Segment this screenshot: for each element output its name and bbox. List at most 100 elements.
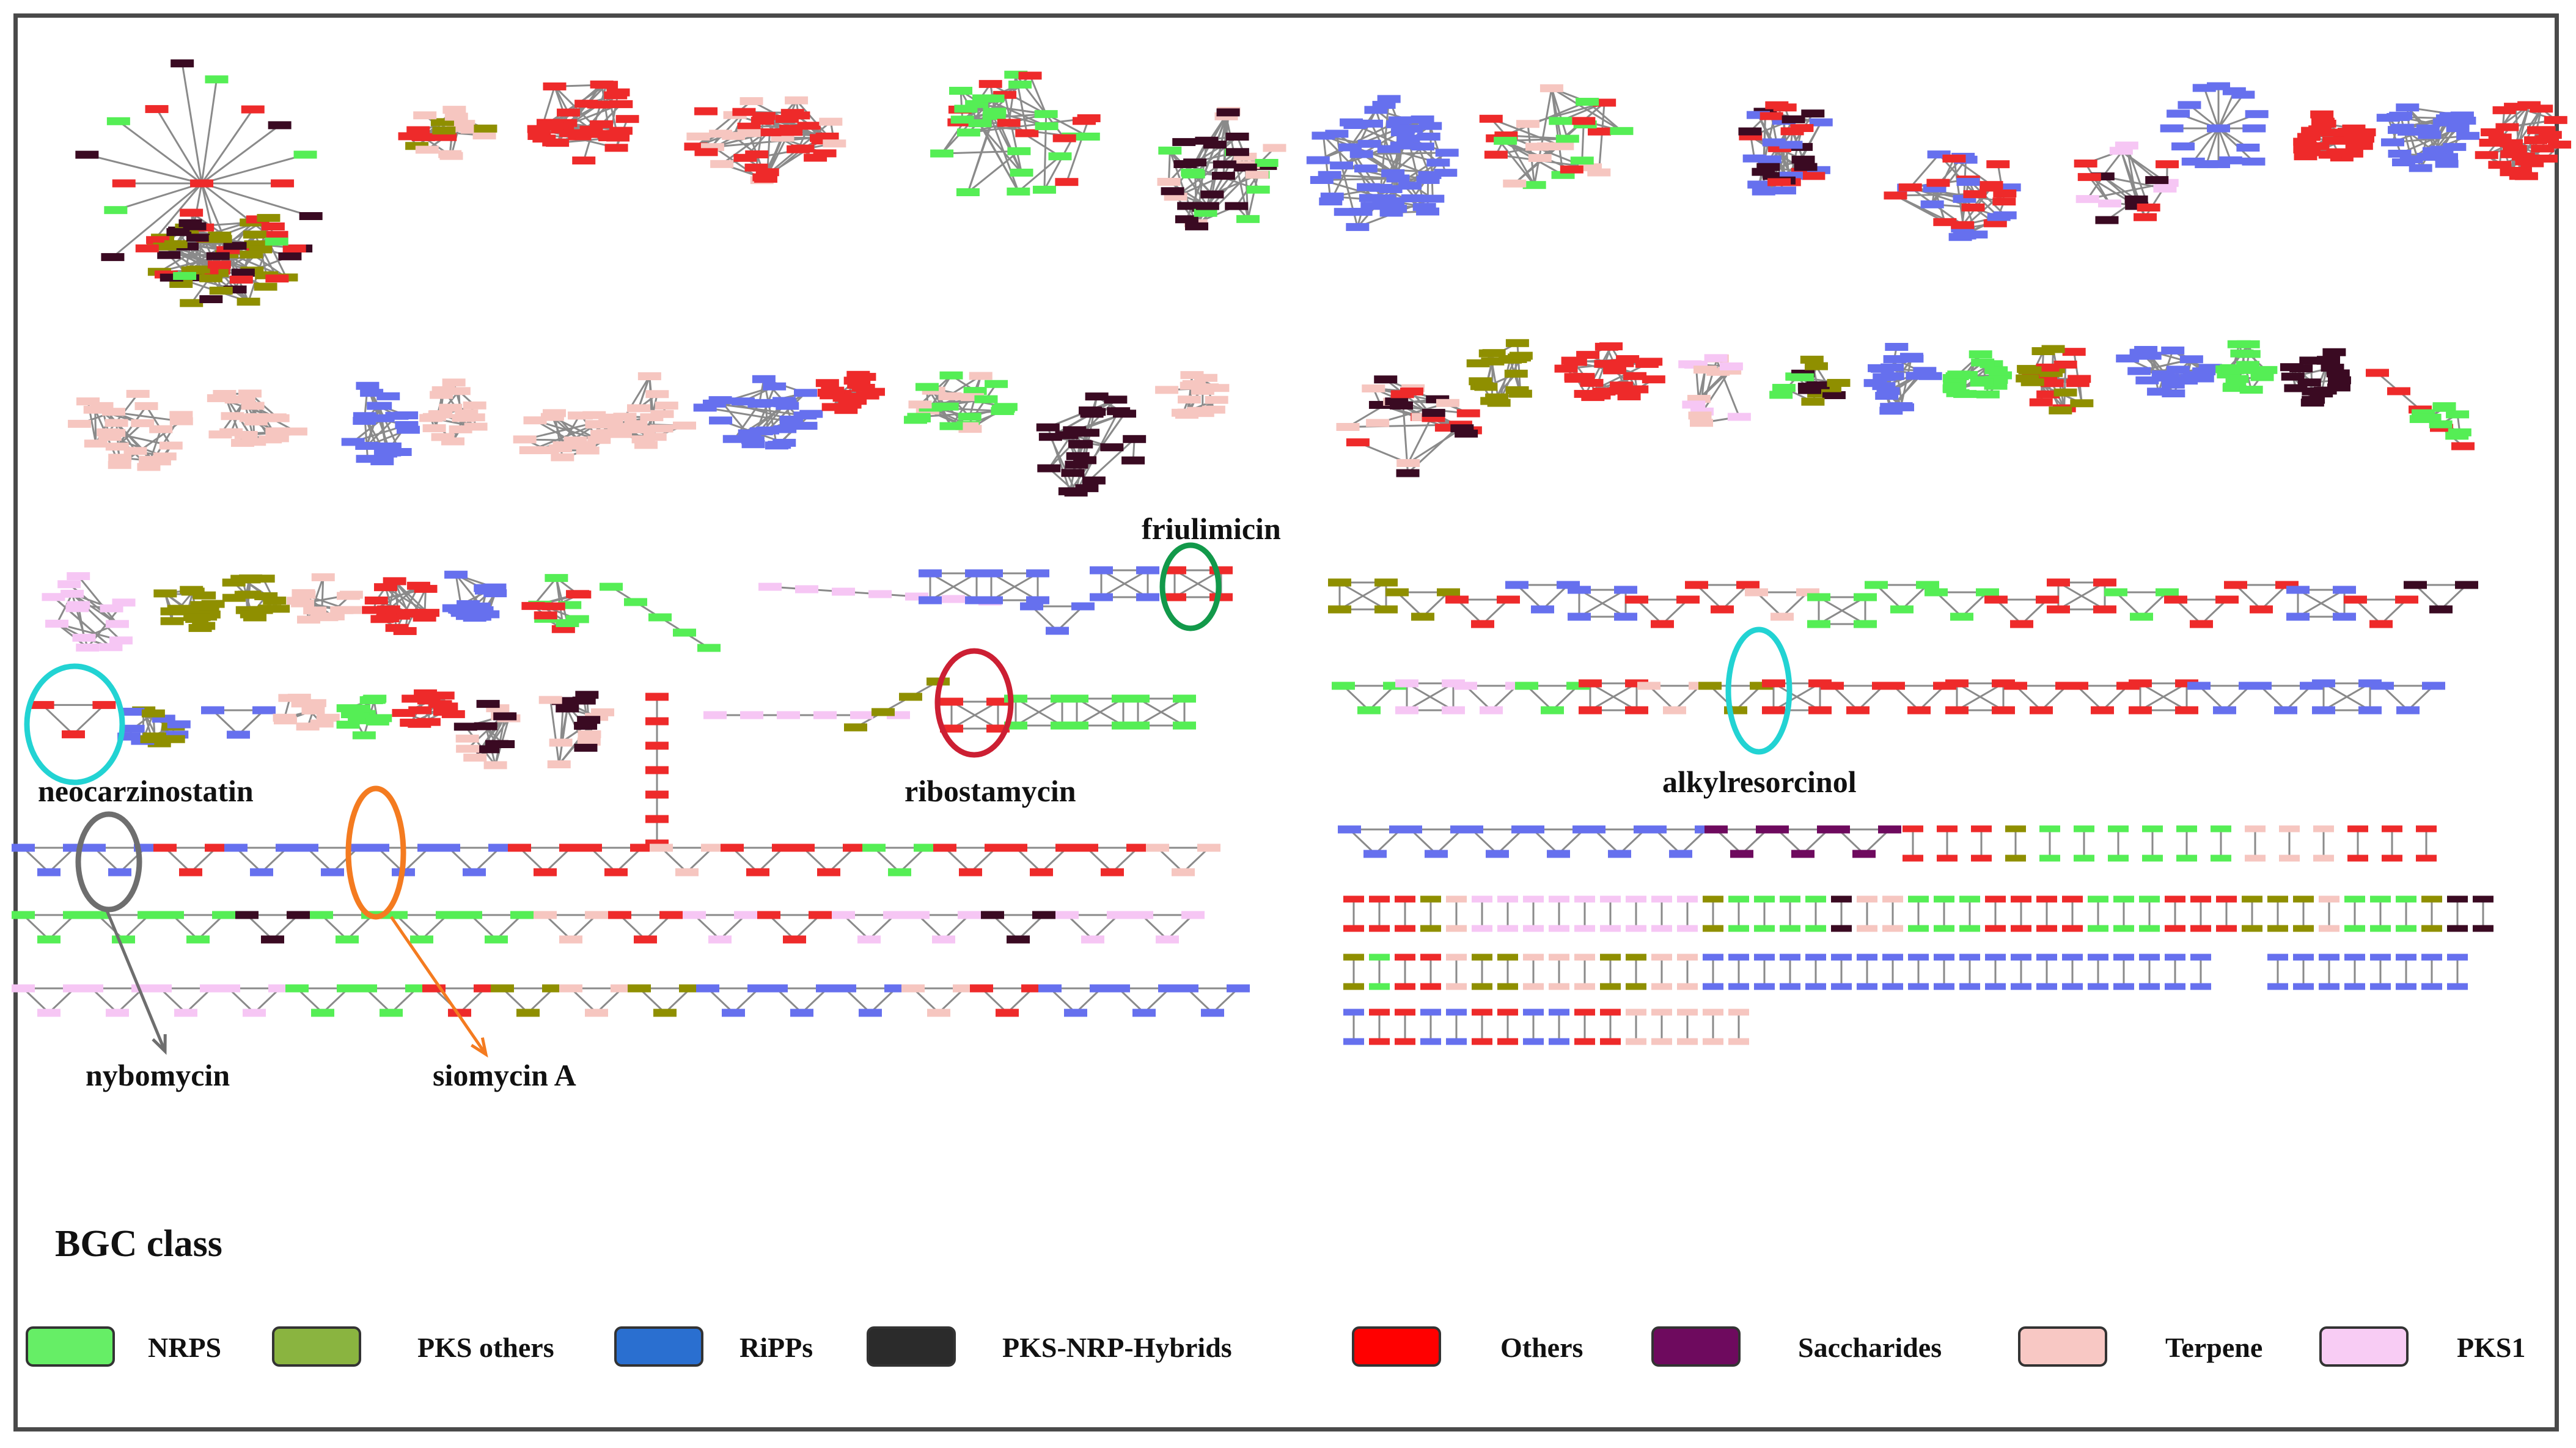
bgc-node (919, 596, 942, 605)
bgc-node (2382, 854, 2402, 862)
edge (1015, 847, 1043, 873)
bgc-node (1920, 200, 1944, 208)
bgc-node (963, 387, 987, 395)
bgc-node (273, 716, 297, 725)
bgc-node (1889, 402, 1913, 411)
bgc-node (645, 815, 669, 823)
edge (159, 987, 187, 1014)
bgc-node (1976, 390, 2000, 399)
highlight-ellipse-5 (345, 785, 406, 920)
bgc-node (2319, 983, 2339, 990)
bgc-node (1625, 595, 1648, 604)
edge (1392, 145, 1423, 174)
edge (72, 704, 105, 735)
bgc-node (2039, 854, 2060, 862)
bgc-node (463, 868, 486, 877)
bgc-node (2421, 954, 2442, 961)
bgc-node (241, 105, 265, 114)
bgc-node (899, 693, 922, 701)
bgc-node (1343, 1038, 1364, 1045)
bgc-node (1420, 1009, 1441, 1016)
bgc-node (551, 625, 575, 633)
bgc-node (1126, 843, 1150, 852)
bgc-node (702, 399, 726, 408)
bgc-node (2098, 199, 2122, 208)
bgc-node (1385, 588, 1409, 597)
edge (1339, 581, 1387, 611)
bgc-node (1857, 895, 1877, 903)
bgc-node (2313, 825, 2334, 832)
edge (1030, 605, 1059, 632)
bgc-node (1395, 895, 1415, 903)
edge (757, 847, 785, 873)
edge (164, 847, 192, 873)
edge (1017, 914, 1045, 941)
bgc-node (604, 144, 628, 152)
bgc-node (1956, 178, 1980, 186)
bgc-node (1794, 163, 1818, 171)
bgc-node (1072, 117, 1096, 125)
bgc-node (919, 569, 942, 578)
bgc-node (1497, 1038, 1518, 1045)
bgc-node (1779, 141, 1803, 149)
highlight-ellipse-0 (1159, 542, 1222, 631)
bgc-node (1772, 384, 1796, 392)
edge (1194, 136, 1238, 164)
bgc-node (2344, 595, 2367, 604)
bgc-node (2451, 442, 2475, 450)
bgc-node (1411, 612, 1434, 621)
bgc-node (2230, 349, 2254, 358)
bgc-node (1349, 150, 1373, 158)
bgc-node (1328, 578, 1351, 587)
bgc-node (655, 402, 678, 410)
bgc-node (908, 400, 932, 409)
bgc-node (159, 441, 183, 450)
bgc-node (1643, 825, 1667, 834)
bgc-node (686, 132, 710, 141)
bgc-node (1216, 108, 1240, 117)
bgc-node (472, 131, 496, 140)
bgc-node (1395, 983, 1415, 990)
bgc-node (1185, 222, 1209, 230)
bgc-node (448, 1009, 471, 1017)
bgc-node (367, 402, 391, 410)
bgc-node (1971, 358, 1995, 367)
bgc-node (2358, 706, 2382, 715)
bgc-node (303, 606, 327, 615)
bgc-node (799, 410, 823, 418)
bgc-node (201, 600, 225, 608)
bgc-node (1821, 682, 1844, 690)
bgc-node (2429, 605, 2453, 614)
bgc-node (422, 424, 446, 433)
bgc-node (1181, 170, 1205, 178)
bgc-node (106, 117, 130, 125)
bgc-node (1396, 134, 1420, 143)
highlight-ellipse-2 (934, 648, 1014, 758)
bgc-node (2387, 387, 2410, 395)
bgc-node (63, 911, 86, 919)
bgc-node (2439, 112, 2463, 120)
bgc-node (1809, 118, 1833, 127)
edge (2075, 685, 2104, 711)
bgc-node (219, 428, 243, 436)
edge (1464, 685, 1492, 711)
edge (544, 914, 572, 941)
bgc-node (1201, 1009, 1224, 1017)
edge (171, 914, 199, 941)
bgc-node (180, 299, 204, 307)
edge (843, 987, 872, 1014)
bgc-node (1602, 366, 1626, 375)
bgc-node (287, 693, 311, 702)
bgc-node (1181, 911, 1205, 919)
bgc-node (2293, 983, 2314, 990)
bgc-node (949, 87, 973, 95)
edge (1654, 828, 1682, 855)
bgc-node (566, 590, 590, 598)
bgc-node (1549, 983, 1569, 990)
bgc-node (1934, 925, 1954, 932)
bgc-node (106, 1009, 129, 1017)
bgc-node (843, 843, 866, 852)
bgc-node (2039, 825, 2060, 832)
bgc-node (1992, 706, 2015, 715)
bgc-node (2239, 386, 2263, 394)
